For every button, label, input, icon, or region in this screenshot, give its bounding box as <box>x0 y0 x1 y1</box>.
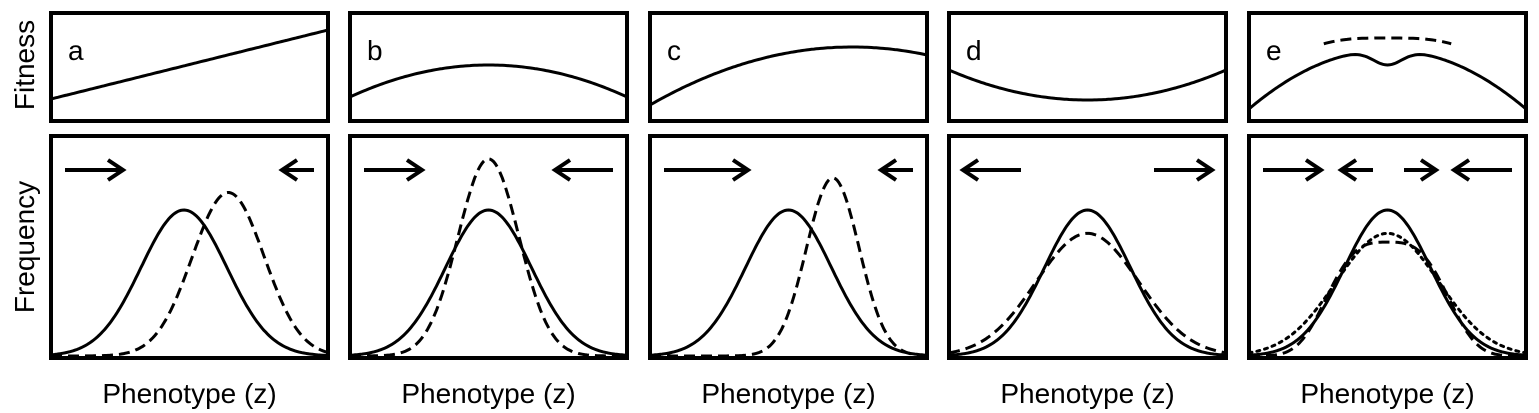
fitness-curve <box>1248 52 1527 111</box>
fitness-curve <box>50 28 329 101</box>
distribution-dashed <box>948 231 1227 355</box>
distribution-dashed <box>1249 240 1526 358</box>
distribution-solid <box>1248 208 1527 357</box>
fitness-curve-dashed <box>1323 36 1452 46</box>
arrow-right <box>1404 158 1440 182</box>
frequency-frame <box>49 134 330 360</box>
fitness-axis-label: Fitness <box>9 20 40 110</box>
fitness-frame <box>947 11 1228 123</box>
arrow-right <box>664 158 752 182</box>
frequency-frame <box>648 134 929 360</box>
arrow-left <box>959 158 1021 182</box>
distribution-dashed <box>350 157 627 358</box>
arrow-left <box>877 158 913 182</box>
fitness-frame <box>648 11 929 123</box>
panel-letter: a <box>68 35 84 66</box>
distribution-solid <box>649 208 928 357</box>
distribution-solid <box>50 208 329 357</box>
x-axis-label: Phenotype (z) <box>1000 378 1174 409</box>
fitness-frame <box>348 11 629 123</box>
frequency-frame <box>348 134 629 360</box>
fitness-frame <box>49 11 330 123</box>
arrow-right <box>1154 158 1216 182</box>
panel-letter: d <box>966 35 982 66</box>
x-axis-label: Phenotype (z) <box>701 378 875 409</box>
distribution-solid <box>349 208 628 357</box>
distribution-solid <box>948 208 1227 357</box>
arrow-left <box>278 158 314 182</box>
arrow-left <box>1337 158 1373 182</box>
fitness-curve <box>349 63 628 99</box>
panel-letter: c <box>667 35 681 66</box>
panel-letter: b <box>367 35 383 66</box>
x-axis-label: Phenotype (z) <box>401 378 575 409</box>
fitness-curve <box>649 45 928 107</box>
frequency-frame <box>1247 134 1528 360</box>
distribution-dashed <box>51 191 329 358</box>
x-axis-label: Phenotype (z) <box>1300 378 1474 409</box>
frequency-axis-label: Frequency <box>9 181 40 313</box>
frequency-frame <box>947 134 1228 360</box>
fitness-frame <box>1247 11 1528 123</box>
x-axis-label: Phenotype (z) <box>102 378 276 409</box>
arrow-left <box>551 158 613 182</box>
arrow-left <box>1450 158 1512 182</box>
panel-letter: e <box>1266 35 1282 66</box>
distribution-dashed <box>650 176 928 358</box>
arrow-right <box>65 158 127 182</box>
fitness-curve <box>948 68 1227 102</box>
arrow-right <box>1263 158 1325 182</box>
distribution-dotted <box>1247 231 1528 355</box>
arrow-right <box>364 158 426 182</box>
